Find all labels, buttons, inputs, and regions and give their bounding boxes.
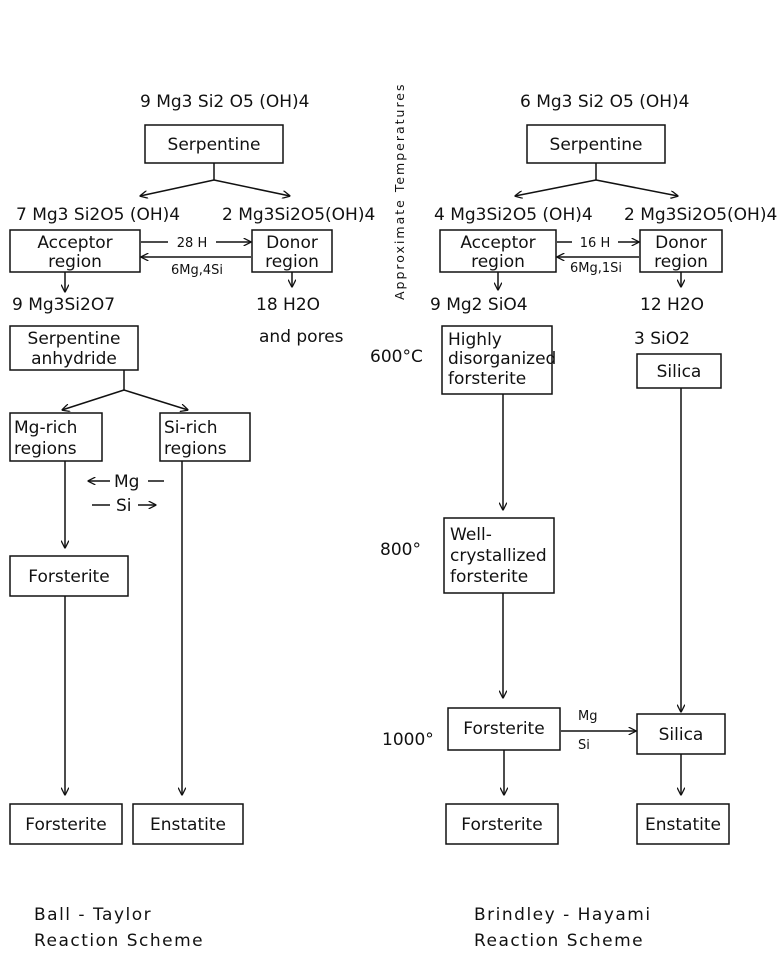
temp-600: 600°C [370,347,423,367]
left-donor-formula: 2 Mg3Si2O5(OH)4 [222,205,375,225]
left-forsterite-bottom-label: Forsterite [25,815,106,835]
left-pores: and pores [259,327,344,347]
right-donor-box [639,229,723,273]
right-caption-line2: Reaction Scheme [474,931,644,951]
temperature-axis-label: Approximate Temperatures [392,82,407,300]
right-split-arrow-right [595,179,678,196]
left-mg-rich-box [9,412,103,462]
right-disorganized-line2: disorganized [448,349,556,369]
left-mg-rich-line2: regions [14,439,77,459]
right-acceptor-line2: region [471,252,525,272]
left-acceptor-line1: Acceptor [37,233,112,253]
left-anhydride-arrow-right [123,389,188,410]
left-mg-rich-line1: Mg-rich [14,418,77,438]
left-serpentine-label: Serpentine [168,135,261,155]
left-anhydride-arrow-left [62,389,125,410]
left-caption-line2: Reaction Scheme [34,931,204,951]
right-serpentine-label: Serpentine [550,135,643,155]
left-serpentine-box [144,124,284,164]
right-h-label-bg [572,232,618,250]
right-h-transfer-label: 16 H [580,236,610,251]
right-serpentine-box [526,124,666,164]
left-caption-line1: Ball - Taylor [34,905,152,925]
right-silica-formula: 3 SiO2 [634,329,690,349]
left-forsterite-mid-box [9,555,129,597]
left-split-arrow-right [213,179,290,196]
right-wellcrystal-line3: forsterite [450,567,528,587]
right-caption-line1: Brindley - Hayami [474,905,652,925]
left-anhydride-line2: anhydride [31,349,117,369]
left-anhydride-line1: Serpentine [28,329,121,349]
left-acceptor-formula: 7 Mg3 Si2O5 (OH)4 [16,205,180,225]
left-acceptor-box [9,229,141,273]
left-forsterite-mid-label: Forsterite [28,567,109,587]
left-si-rich-box [159,412,251,462]
right-water: 12 H2O [640,295,704,315]
left-h-label-bg [168,232,216,250]
right-disorganized-box [441,325,553,395]
right-mgsi-transfer-label: 6Mg,1Si [570,261,622,276]
right-disorganized-line3: forsterite [448,369,526,389]
right-silica-label: Silica [657,362,702,382]
right-wellcrystal-line1: Well- [450,525,492,545]
temp-1000: 1000° [382,730,434,750]
right-acceptor-box [439,229,557,273]
right-top-formula: 6 Mg3 Si2 O5 (OH)4 [520,92,689,112]
right-donor-line2: region [654,252,708,272]
left-anhydride-box [9,325,139,371]
left-enstatite-bottom-label: Enstatite [150,815,226,835]
left-h-transfer-label: 28 H [177,236,207,251]
right-acceptor-line1: Acceptor [460,233,535,253]
right-forsterite-1000-label: Forsterite [463,719,544,739]
right-forsterite-formula: 9 Mg2 SiO4 [430,295,528,315]
right-enstatite-bottom-label: Enstatite [645,815,721,835]
left-si-rich-line1: Si-rich [164,418,217,438]
left-donor-line1: Donor [266,233,318,253]
right-enstatite-bottom-box [636,803,730,845]
right-transfer-si: Si [578,738,590,753]
right-donor-formula: 2 Mg3Si2O5(OH)4 [624,205,777,225]
left-acceptor-line2: region [48,252,102,272]
right-wellcrystal-box [443,517,555,594]
left-top-formula: 9 Mg3 Si2 O5 (OH)4 [140,92,309,112]
right-forsterite-bottom-box [445,803,559,845]
right-forsterite-bottom-label: Forsterite [461,815,542,835]
left-water: 18 H2O [256,295,320,315]
temp-800: 800° [380,540,421,560]
right-split-arrow-left [515,179,597,196]
right-disorganized-line1: Highly [448,330,502,350]
right-acceptor-formula: 4 Mg3Si2O5 (OH)4 [434,205,593,225]
left-forsterite-bottom-box [9,803,123,845]
left-mgsi-transfer-label: 6Mg,4Si [171,263,223,278]
left-si-flow-label: Si [116,496,132,516]
right-silica-1000-box [636,713,726,755]
right-transfer-mg: Mg [578,709,597,724]
ball-taylor-scheme: 9 Mg3 Si2 O5 (OH)4 Serpentine 7 Mg3 Si2O… [9,92,375,951]
right-wellcrystal-line2: crystallized [450,546,547,566]
brindley-hayami-scheme: 6 Mg3 Si2 O5 (OH)4 Serpentine 4 Mg3Si2O5… [430,92,777,951]
left-mg-flow-label: Mg [114,472,139,492]
right-donor-line1: Donor [655,233,707,253]
left-split-arrow-left [140,179,215,196]
left-si-rich-line2: regions [164,439,227,459]
right-silica-1000-label: Silica [659,725,704,745]
left-donor-line2: region [265,252,319,272]
left-anhydride-formula: 9 Mg3Si2O7 [12,295,115,315]
right-silica-box [636,353,722,389]
left-enstatite-bottom-box [132,803,244,845]
